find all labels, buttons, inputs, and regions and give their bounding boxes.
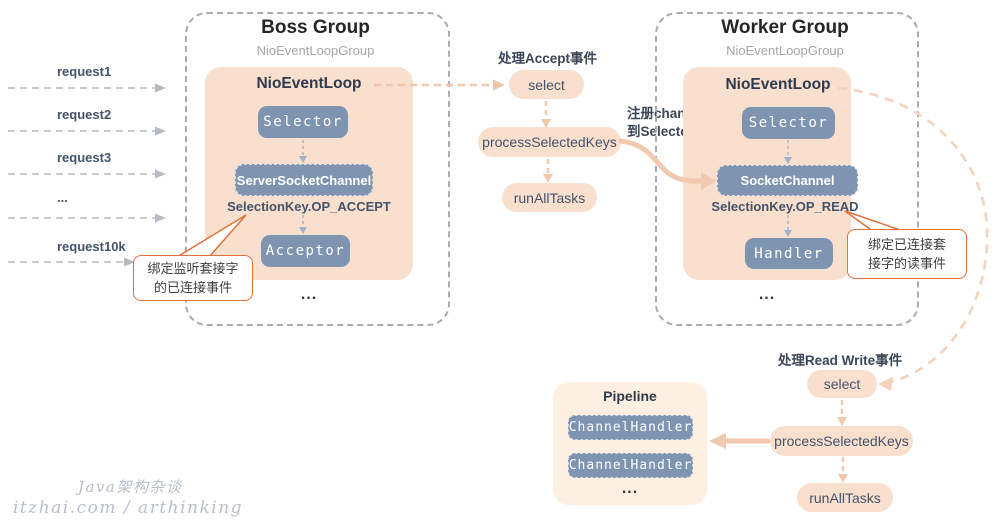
boss-callout: 绑定监听套接字 的已连接事件 bbox=[133, 255, 253, 301]
channel-handler-node: ChannelHandler bbox=[568, 415, 693, 440]
handler-node: Handler bbox=[745, 238, 833, 269]
request-label: request1 bbox=[57, 64, 112, 79]
boss-process-selected-keys-step: processSelectedKeys bbox=[478, 127, 621, 157]
worker-selector-node: Selector bbox=[742, 107, 835, 139]
worker-group-subtitle: NioEventLoopGroup bbox=[726, 43, 844, 58]
worker-nioeventloop-title: NioEventLoop bbox=[725, 76, 831, 93]
channel-handler-node: ChannelHandler bbox=[568, 453, 693, 478]
acceptor-node: Acceptor bbox=[261, 235, 350, 267]
request-label: request2 bbox=[57, 107, 112, 122]
pipeline-title: Pipeline bbox=[603, 388, 657, 404]
boss-group-box bbox=[185, 12, 450, 326]
worker-more-dots: ... bbox=[758, 286, 776, 303]
server-socket-channel-node: ServerSocketChannel bbox=[235, 164, 373, 196]
boss-selector-node: Selector bbox=[258, 106, 348, 138]
worker-run-all-tasks-step: runAllTasks bbox=[797, 483, 893, 512]
read-flow-title: 处理Read Write事件 bbox=[777, 353, 903, 368]
worker-process-selected-keys-step: processSelectedKeys bbox=[770, 426, 913, 456]
boss-selection-key-label: SelectionKey.OP_ACCEPT bbox=[227, 199, 391, 214]
pipeline-more-dots: ... bbox=[621, 480, 639, 497]
boss-group-subtitle: NioEventLoopGroup bbox=[256, 43, 375, 58]
boss-callout-line2: 的已连接事件 bbox=[153, 280, 232, 295]
boss-run-all-tasks-step: runAllTasks bbox=[502, 183, 597, 212]
worker-callout-line2: 接字的读事件 bbox=[867, 256, 946, 271]
boss-select-step: select bbox=[509, 70, 584, 99]
socket-channel-node: SocketChannel bbox=[717, 165, 858, 196]
boss-nioeventloop-title: NioEventLoop bbox=[256, 75, 362, 92]
boss-callout-line1: 绑定监听套接字 bbox=[147, 260, 239, 276]
watermark-site: itzhai.com / arthinking bbox=[13, 498, 244, 518]
request-label: request10k bbox=[57, 239, 126, 254]
watermark-brand: Java架构杂谈 bbox=[78, 478, 183, 496]
pipeline-box bbox=[553, 382, 707, 505]
worker-callout-line1: 绑定已连接套 bbox=[867, 236, 946, 252]
boss-group-title: Boss Group bbox=[261, 17, 370, 38]
worker-select-step: select bbox=[807, 370, 877, 398]
worker-callout: 绑定已连接套 接字的读事件 bbox=[847, 229, 967, 279]
worker-group-title: Worker Group bbox=[721, 17, 849, 38]
request-label-more: ... bbox=[57, 190, 68, 205]
accept-flow-title: 处理Accept事件 bbox=[497, 51, 597, 66]
worker-selection-key-label: SelectionKey.OP_READ bbox=[711, 199, 859, 214]
register-channel-note-line2: 到Selector bbox=[627, 124, 694, 140]
request-label: request3 bbox=[57, 150, 112, 165]
boss-more-dots: ... bbox=[300, 286, 318, 303]
